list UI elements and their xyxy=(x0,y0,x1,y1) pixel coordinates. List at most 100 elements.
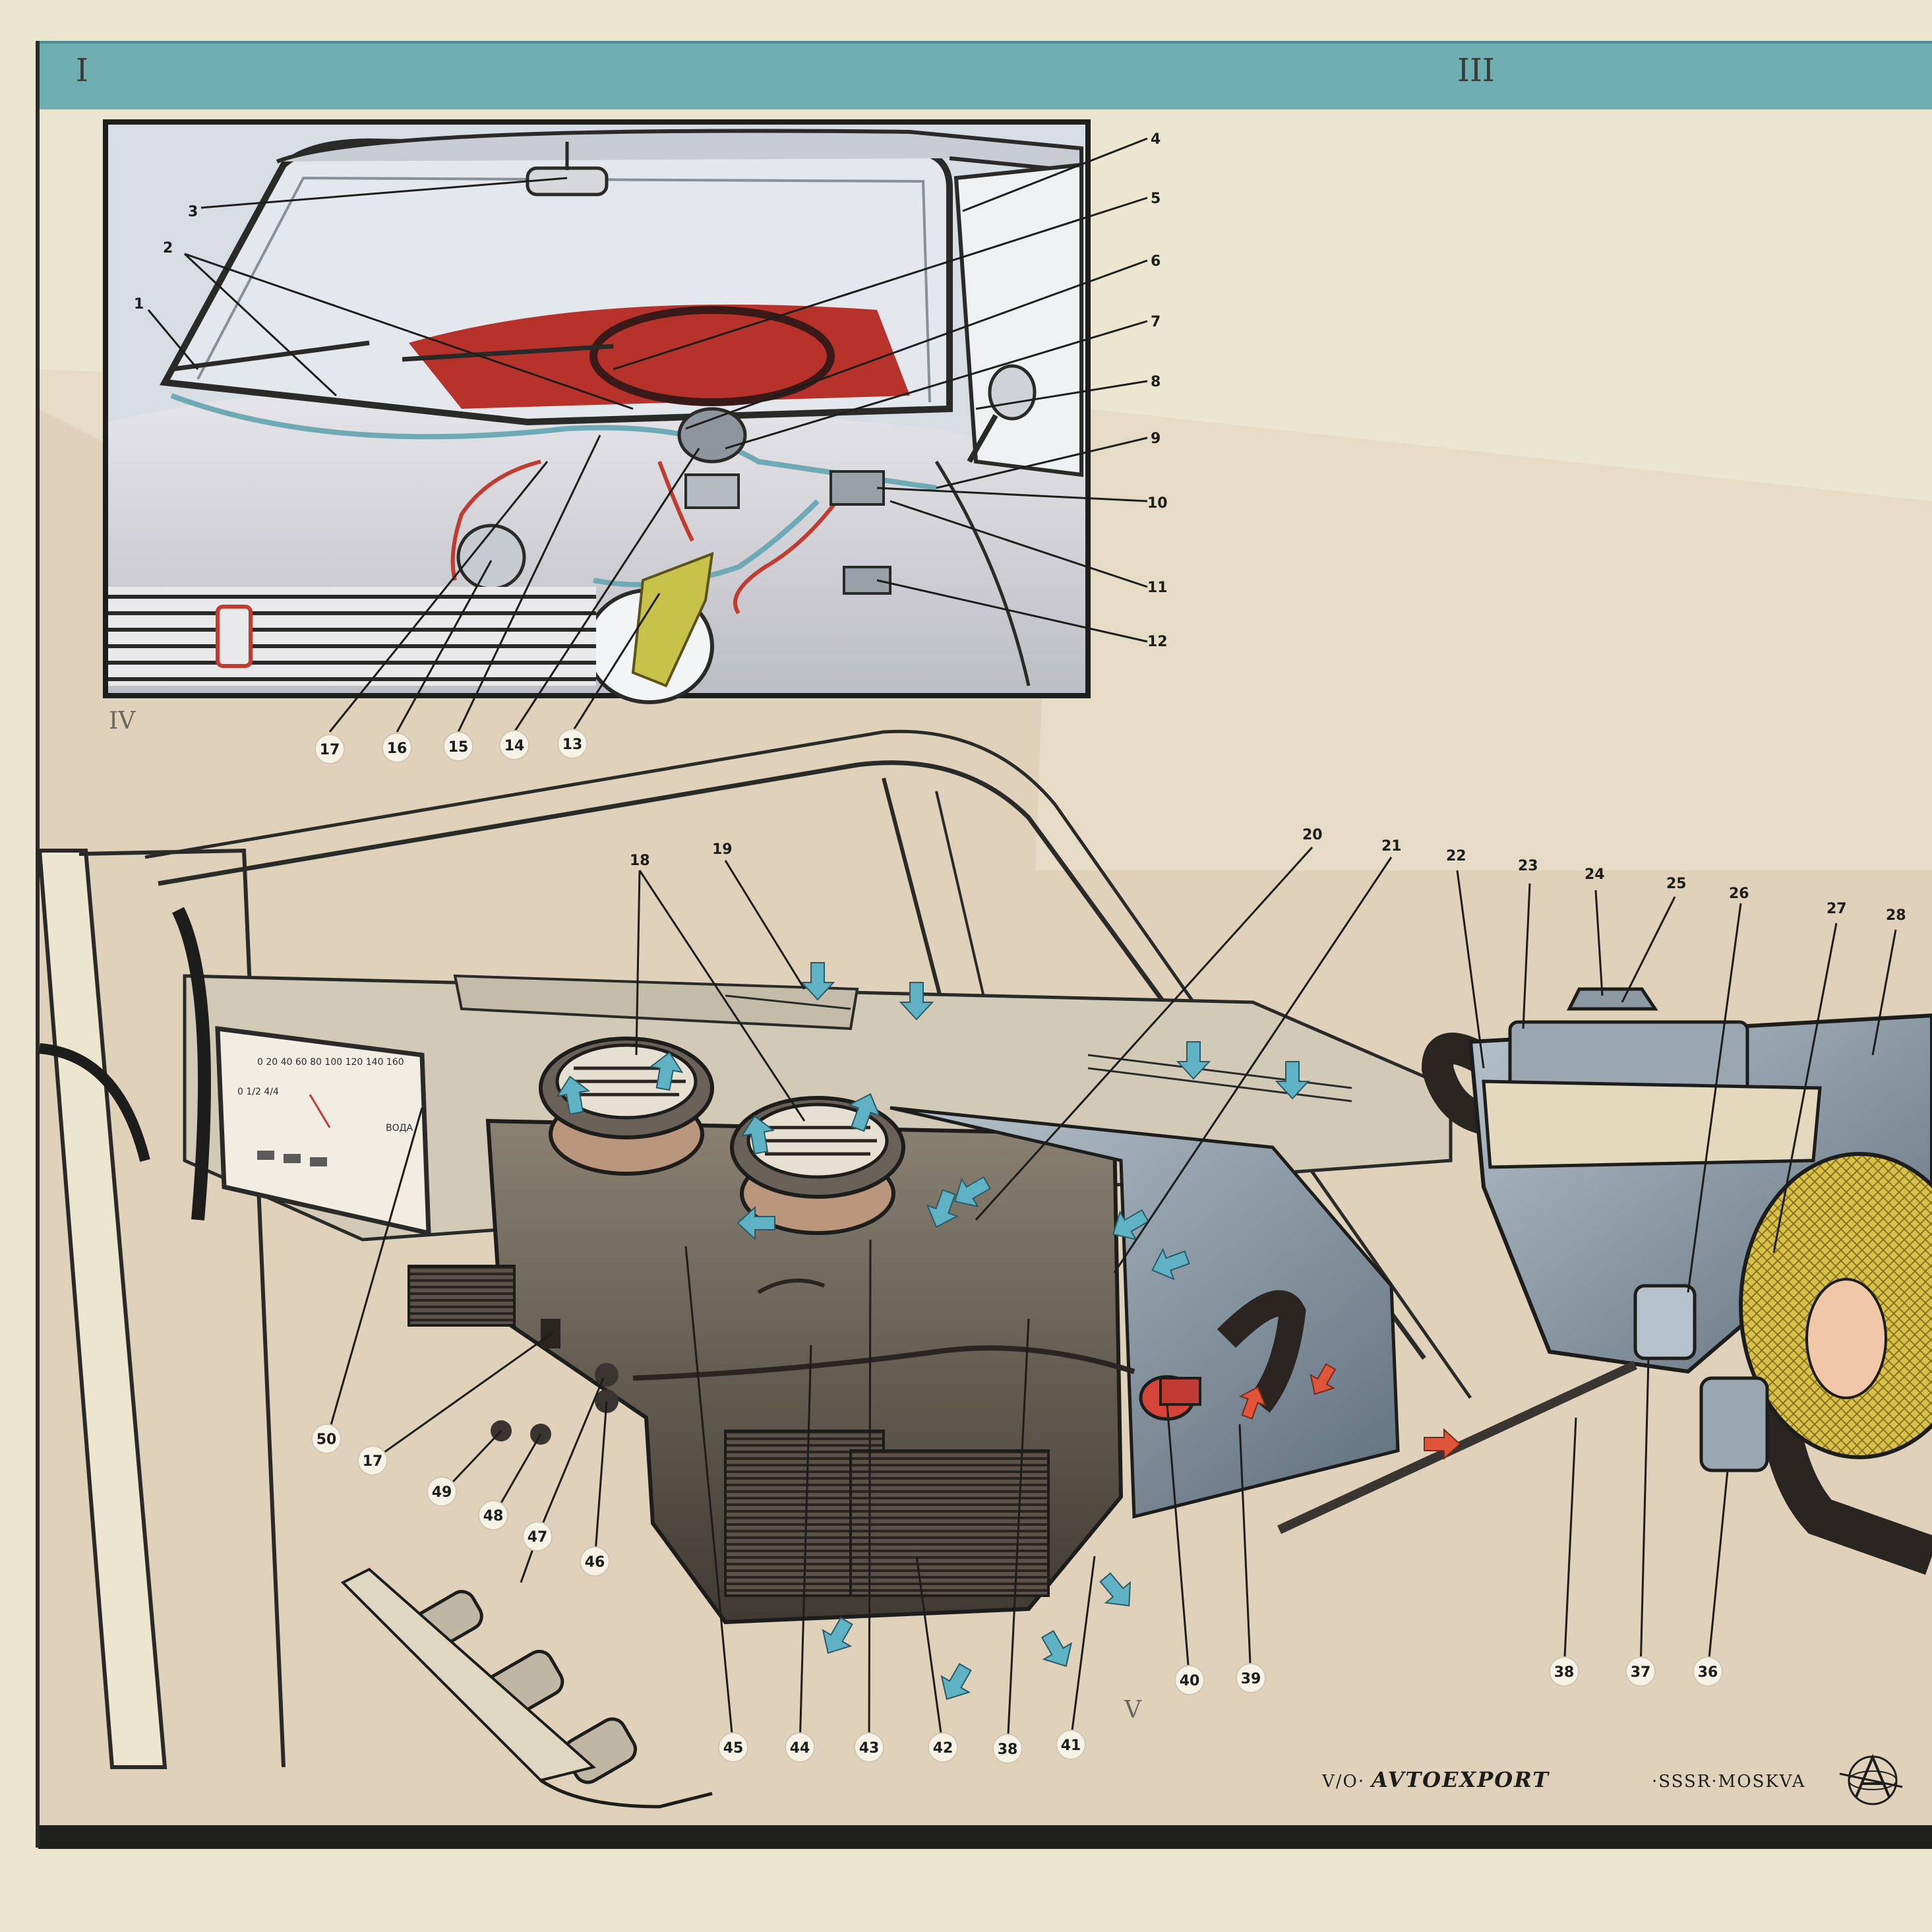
filler-cap xyxy=(1566,987,1658,1011)
callout-43: 43 xyxy=(859,1740,880,1757)
main-callouts-top: 18 19 20 21 22 23 24 25 26 27 28 xyxy=(630,827,1906,924)
callout-5: 5 xyxy=(1151,191,1161,207)
callout-39: 39 xyxy=(1241,1671,1261,1687)
callout-12: 12 xyxy=(1147,634,1168,650)
wiper-motor xyxy=(677,407,747,464)
callout-8: 8 xyxy=(1151,374,1161,390)
callout-22: 22 xyxy=(1446,848,1466,864)
callout-38-lower: 38 xyxy=(998,1741,1018,1758)
publisher-mark: V/O· AVTOEXPORT ·SSSR·MOSKVA xyxy=(1321,1753,1903,1805)
speedometer-scale: 0 20 40 60 80 100 120 140 160 xyxy=(257,1057,404,1068)
interior-red xyxy=(409,304,910,409)
callout-10: 10 xyxy=(1147,495,1168,512)
lever-47 xyxy=(595,1363,619,1387)
steering-wheel-rim xyxy=(172,907,211,1221)
callout-21: 21 xyxy=(1381,838,1402,855)
callout-50: 50 xyxy=(317,1432,337,1448)
fuel-gauge-scale: 0 1/2 4/4 xyxy=(237,1087,279,1097)
callout-24: 24 xyxy=(1585,866,1605,883)
callout-2: 2 xyxy=(163,240,173,257)
header-band xyxy=(38,41,1932,109)
hot-coolant-arrows xyxy=(1238,1363,1461,1461)
publisher-name: AVTOEXPORT xyxy=(1370,1767,1550,1792)
thermostat xyxy=(1633,1284,1697,1360)
fuse-block xyxy=(830,470,885,506)
gear-lever xyxy=(340,1567,597,1782)
relay xyxy=(843,566,891,595)
left-border xyxy=(36,41,40,1848)
callout-4: 4 xyxy=(1151,131,1161,148)
inset-panel xyxy=(103,119,1091,704)
callout-18: 18 xyxy=(630,853,650,869)
callout-40: 40 xyxy=(1180,1673,1200,1689)
heater-hose-inlet xyxy=(1217,1290,1306,1413)
callout-26: 26 xyxy=(1729,886,1749,902)
callout-15: 15 xyxy=(448,739,469,756)
publisher-suffix: ·SSSR·MOSKVA xyxy=(1652,1772,1806,1792)
water-pump xyxy=(1699,1376,1769,1472)
main-leader-lines xyxy=(325,846,1897,1748)
door-pillar xyxy=(37,849,167,1769)
avtoexport-globe-logo-icon xyxy=(1839,1753,1903,1805)
callout-42: 42 xyxy=(933,1740,953,1757)
callout-7: 7 xyxy=(1151,314,1161,330)
windshield-frame xyxy=(158,760,1426,1360)
expansion-tank xyxy=(1482,1079,1822,1169)
callout-27: 27 xyxy=(1826,901,1847,917)
callout-37: 37 xyxy=(1631,1664,1651,1681)
heater-valve xyxy=(1139,1375,1201,1421)
horn xyxy=(456,524,526,591)
main-circled-callouts: 50 17 49 48 47 46 45 44 43 42 38 41 40 3… xyxy=(311,1424,1723,1764)
wiring-red xyxy=(450,460,541,581)
publisher-prefix: V/O· xyxy=(1321,1772,1365,1792)
defroster-vent xyxy=(453,974,859,1031)
section-label-v: V xyxy=(1124,1697,1142,1724)
section-label-iii: III xyxy=(1457,52,1495,89)
callout-49: 49 xyxy=(432,1484,452,1501)
heater-ducting-blue xyxy=(890,1106,1400,1519)
dash-vent xyxy=(408,1265,516,1327)
section-label-iv: IV xyxy=(109,708,136,735)
callout-17: 17 xyxy=(363,1453,383,1470)
callout-25: 25 xyxy=(1666,876,1687,892)
airflow-arrows xyxy=(556,962,1310,1701)
callout-38: 38 xyxy=(1554,1664,1575,1681)
callout-36: 36 xyxy=(1698,1664,1718,1681)
steering-wheel xyxy=(589,306,835,406)
air-outlet-left xyxy=(539,1037,714,1176)
inset-circled-callouts: 13 14 15 16 17 xyxy=(315,729,588,764)
callout-3: 3 xyxy=(188,204,198,220)
header-band-edge xyxy=(38,41,1932,44)
callout-23: 23 xyxy=(1518,858,1538,874)
callout-28: 28 xyxy=(1886,907,1906,924)
main-cutaway: 0 20 40 60 80 100 120 140 160 0 1/2 4/4 … xyxy=(37,729,1932,1809)
rear-view-mirror xyxy=(526,166,609,196)
washer-tank xyxy=(631,551,714,688)
callout-19: 19 xyxy=(712,841,733,858)
callout-44: 44 xyxy=(790,1740,810,1757)
instrument-cluster: 0 20 40 60 80 100 120 140 160 0 1/2 4/4 … xyxy=(215,1025,431,1236)
callout-16: 16 xyxy=(387,740,408,757)
callout-47: 47 xyxy=(528,1529,548,1546)
wiper-left xyxy=(171,340,370,372)
badge-logo xyxy=(216,605,253,668)
callout-11: 11 xyxy=(1147,580,1168,596)
wiper-right xyxy=(402,344,614,362)
callout-13: 13 xyxy=(562,737,583,753)
callout-14: 14 xyxy=(504,738,525,754)
water-temp-label: ВОДА xyxy=(386,1123,413,1133)
callout-1: 1 xyxy=(134,296,144,313)
side-mirror xyxy=(988,364,1037,421)
air-outlet-right xyxy=(730,1096,905,1235)
callout-20: 20 xyxy=(1302,827,1323,843)
bottom-rule xyxy=(38,1825,1932,1849)
callout-6: 6 xyxy=(1151,253,1161,270)
callout-45: 45 xyxy=(723,1740,744,1757)
callout-46: 46 xyxy=(585,1554,605,1571)
section-label-i: I xyxy=(76,52,88,89)
inset-callouts: 1 2 3 4 5 6 7 8 9 10 11 12 xyxy=(134,131,1168,650)
inset-leader-lines xyxy=(147,137,1148,733)
callout-48: 48 xyxy=(483,1508,504,1524)
